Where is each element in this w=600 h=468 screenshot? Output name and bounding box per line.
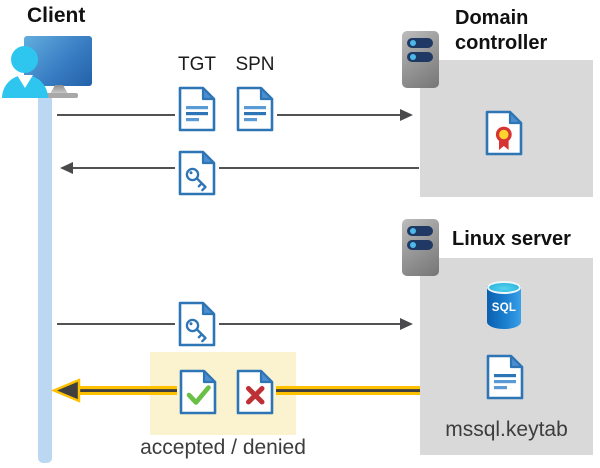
arrowhead-left-icon (60, 162, 73, 174)
x-icon (246, 386, 265, 405)
server-led (410, 40, 416, 46)
keytab-filename-label: mssql.keytab (445, 418, 568, 441)
spn-document-icon (236, 86, 274, 132)
server-drive-bay (407, 226, 433, 236)
yellow-arrowhead-left-icon (50, 378, 81, 403)
request-arrow-line (277, 114, 400, 116)
response-arrow-line (73, 167, 175, 169)
domain-controller-server-icon (402, 31, 439, 88)
server-drive-bay (407, 38, 433, 48)
ticket-arrow-line (219, 323, 400, 325)
accepted-denied-label: accepted / denied (140, 436, 306, 459)
client-lifeline (38, 93, 52, 463)
certificate-document-icon (485, 110, 523, 156)
response-arrow-line (219, 167, 419, 169)
server-led (410, 54, 416, 60)
person-body (2, 75, 48, 98)
accepted-document-icon (179, 369, 217, 415)
server-led (410, 242, 416, 248)
key-document-icon (178, 150, 216, 196)
server-led (410, 228, 416, 234)
sql-label: SQL (491, 302, 517, 314)
ticket-arrow-line (57, 323, 175, 325)
spn-label: SPN (235, 54, 275, 75)
keytab-document-icon (486, 354, 524, 400)
server-drive-bay (407, 240, 433, 250)
key-document-icon (178, 301, 216, 347)
monitor-stand (50, 85, 68, 94)
accepted-denied-arrow (50, 378, 420, 403)
linux-server-icon (402, 219, 439, 276)
server-drive-bay (407, 52, 433, 62)
arrowhead-right-icon (400, 318, 413, 330)
denied-document-icon (236, 369, 274, 415)
person-collar (17, 75, 33, 88)
linux-server-label: Linux server (452, 228, 571, 250)
person-icon (11, 46, 38, 73)
monitor-base (44, 93, 78, 98)
client-label: Client (27, 4, 86, 27)
arrowhead-right-icon (400, 109, 413, 121)
tgt-label: TGT (178, 54, 216, 75)
tgt-document-icon (178, 86, 216, 132)
sql-cylinder-top (487, 281, 521, 294)
domain-controller-label: Domain controller (455, 7, 548, 54)
check-icon (186, 385, 211, 405)
sql-database-icon: SQL (487, 281, 521, 329)
request-arrow-line (57, 114, 175, 116)
